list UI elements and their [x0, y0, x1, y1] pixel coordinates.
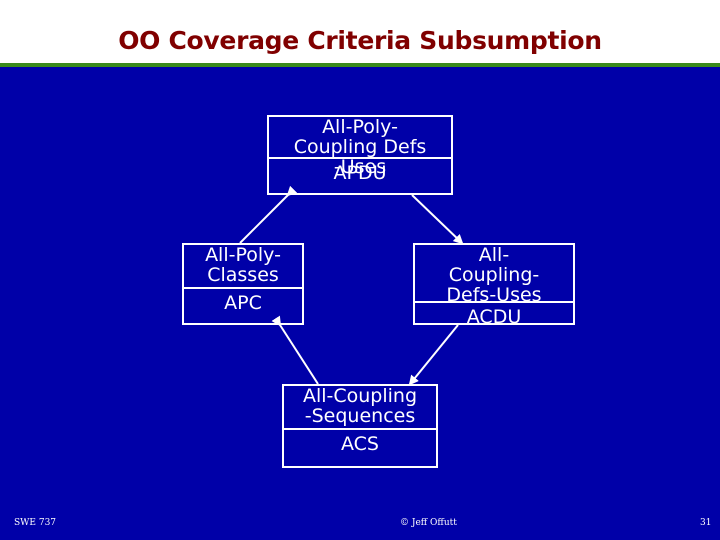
node-acs: All-Coupling -Sequences ACS — [282, 384, 438, 468]
node-acdu-line1: All- — [478, 244, 510, 266]
edge-apc-acs — [271, 315, 319, 385]
node-apc-line1: All-Poly- — [205, 244, 281, 266]
title-rule — [0, 63, 720, 67]
node-apdu-line2: Coupling Defs — [293, 136, 427, 158]
node-apdu-label: All-Poly- Coupling Defs -Uses — [269, 116, 451, 177]
node-acs-label: All-Coupling -Sequences — [284, 386, 436, 430]
footer-copyright: © Jeff Offutt — [400, 518, 457, 528]
node-acdu-label: All- Coupling- Defs-Uses — [415, 244, 573, 306]
node-acdu-line2: Coupling- — [448, 264, 540, 286]
node-acdu-abbr: ACDU — [466, 306, 522, 328]
slide-title: OO Coverage Criteria Subsumption — [118, 26, 602, 55]
node-acdu-line3: Defs-Uses — [446, 284, 542, 306]
node-acs-line1: All-Coupling — [302, 385, 418, 407]
edge-apdu-acdu — [411, 194, 464, 245]
node-apc-label: All-Poly- Classes — [184, 245, 302, 289]
node-apc: All-Poly- Classes APC — [182, 243, 304, 325]
title-band — [0, 0, 720, 64]
edge-acdu-acs — [408, 324, 459, 386]
node-apdu-abbr: APDU — [333, 162, 387, 184]
node-apc-abbr: APC — [224, 292, 262, 314]
node-apdu: All-Poly- Coupling Defs -Uses APDU — [267, 115, 453, 195]
footer-page-number: 31 — [700, 518, 712, 528]
node-apc-line2: Classes — [207, 264, 279, 286]
footer-course: SWE 737 — [14, 518, 57, 528]
node-acdu: All- Coupling- Defs-Uses ACDU — [413, 243, 575, 328]
node-acs-abbr: ACS — [341, 433, 379, 455]
node-apdu-line3: -Uses — [333, 156, 387, 178]
edge-apdu-apc — [239, 185, 298, 244]
node-apdu-line1: All-Poly- — [322, 116, 398, 138]
node-acs-line2: -Sequences — [304, 405, 416, 427]
